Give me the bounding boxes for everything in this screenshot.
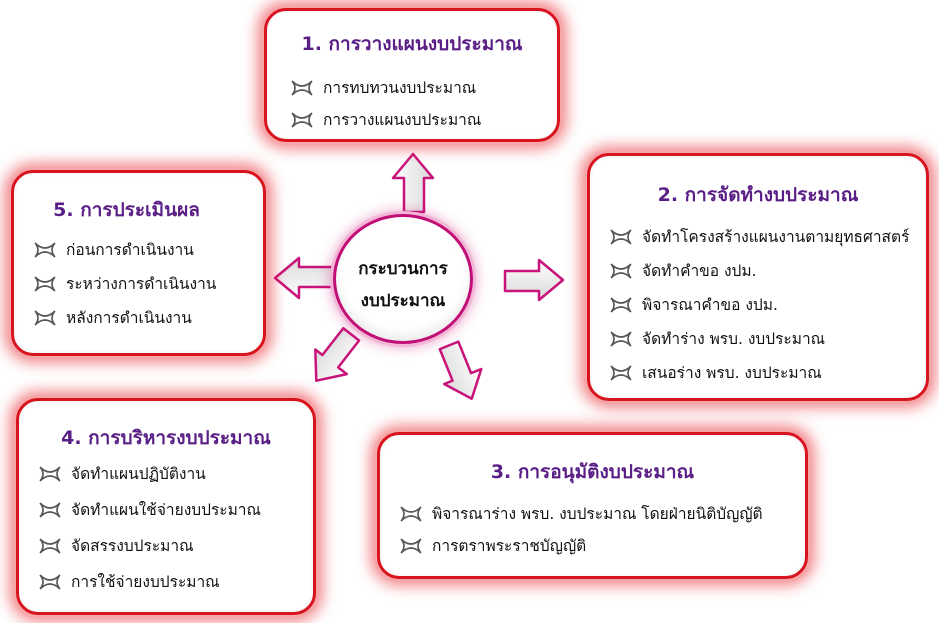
administration-item-4: การใช้จ่ายงบประมาณ [37, 569, 220, 594]
evaluation-item-3: หลังการดำเนินงาน [32, 305, 192, 330]
approval-item-2: การตราพระราชบัญญัติ [398, 533, 586, 558]
cross-knot-icon [39, 465, 61, 482]
cross-knot-icon [291, 111, 313, 128]
preparation-box: 2. การจัดทำงบประมาณ จัดทำโครงสร้างแผนงาน… [587, 153, 929, 401]
cross-knot-icon [400, 505, 422, 522]
cross-knot-icon [610, 364, 632, 381]
cross-knot-icon [291, 79, 313, 96]
preparation-item-4: จัดทำร่าง พรบ. งบประมาณ [608, 326, 825, 351]
approval-item-label: พิจารณาร่าง พรบ. งบประมาณ โดยฝ่ายนิติบัญ… [432, 505, 763, 523]
preparation-item-2: จัดทำคำขอ งปม. [608, 258, 757, 283]
evaluation-item-label: ก่อนการดำเนินงาน [66, 241, 194, 259]
administration-item-1: จัดทำแผนปฏิบัติงาน [37, 461, 206, 486]
administration-item-2: จัดทำแผนใช้จ่ายงบประมาณ [37, 497, 261, 522]
approval-item-label: การตราพระราชบัญญัติ [432, 537, 587, 555]
cross-knot-icon [610, 330, 632, 347]
preparation-item-label: จัดทำโครงสร้างแผนงานตามยุทธศาสตร์ [642, 228, 910, 246]
center-line-2: งบประมาณ [360, 291, 446, 311]
approval-box: 3. การอนุมัติงบประมาณ พิจารณาร่าง พรบ. ง… [377, 432, 808, 579]
preparation-item-label: จัดทำคำขอ งปม. [642, 262, 757, 280]
cross-knot-icon [34, 241, 56, 258]
evaluation-title: 5. การประเมินผล [53, 199, 200, 221]
cross-knot-icon [39, 537, 61, 554]
administration-item-label: การใช้จ่ายงบประมาณ [71, 573, 220, 591]
evaluation-box: 5. การประเมินผล ก่อนการดำเนินงาน ระหว่าง… [11, 170, 266, 356]
cross-knot-icon [39, 501, 61, 518]
arrow-to-approval [430, 336, 492, 408]
cross-knot-icon [34, 309, 56, 326]
approval-title: 3. การอนุมัติงบประมาณ [490, 461, 695, 483]
administration-box: 4. การบริหารงบประมาณ จัดทำแผนปฏิบัติงาน … [16, 398, 316, 615]
administration-item-label: จัดทำแผนใช้จ่ายงบประมาณ [71, 501, 261, 519]
cross-knot-icon [400, 537, 422, 554]
administration-item-label: จัดสรรงบประมาณ [71, 537, 194, 555]
cross-knot-icon [610, 228, 632, 245]
center-line-1: กระบวนการ [358, 259, 448, 279]
administration-item-label: จัดทำแผนปฏิบัติงาน [71, 465, 206, 483]
planning-item-2: การวางแผนงบประมาณ [289, 107, 481, 132]
planning-title: 1. การวางแผนงบประมาณ [301, 33, 523, 55]
center-process-circle: กระบวนการ งบประมาณ [333, 214, 473, 344]
evaluation-item-1: ก่อนการดำเนินงาน [32, 237, 194, 262]
planning-item-label: การทบทวนงบประมาณ [323, 79, 477, 97]
arrow-to-evaluation [273, 256, 335, 300]
arrow-to-preparation [503, 258, 565, 302]
preparation-item-label: จัดทำร่าง พรบ. งบประมาณ [642, 330, 826, 348]
evaluation-item-label: ระหว่างการดำเนินงาน [66, 275, 217, 293]
evaluation-item-label: หลังการดำเนินงาน [66, 309, 192, 327]
preparation-item-label: พิจารณาคำขอ งปม. [642, 296, 778, 314]
planning-item-1: การทบทวนงบประมาณ [289, 75, 476, 100]
cross-knot-icon [610, 262, 632, 279]
approval-item-1: พิจารณาร่าง พรบ. งบประมาณ โดยฝ่ายนิติบัญ… [398, 501, 763, 526]
administration-item-3: จัดสรรงบประมาณ [37, 533, 193, 558]
cross-knot-icon [39, 573, 61, 590]
cross-knot-icon [610, 296, 632, 313]
preparation-item-5: เสนอร่าง พรบ. งบประมาณ [608, 360, 822, 385]
arrow-to-administration [299, 321, 370, 395]
arrow-to-planning [391, 152, 435, 214]
preparation-item-3: พิจารณาคำขอ งปม. [608, 292, 778, 317]
preparation-item-label: เสนอร่าง พรบ. งบประมาณ [642, 364, 822, 382]
evaluation-item-2: ระหว่างการดำเนินงาน [32, 271, 216, 296]
preparation-title: 2. การจัดทำงบประมาณ [657, 184, 859, 206]
administration-title: 4. การบริหารงบประมาณ [61, 427, 271, 449]
cross-knot-icon [34, 275, 56, 292]
planning-box: 1. การวางแผนงบประมาณ การทบทวนงบประมาณ กา… [264, 8, 560, 142]
preparation-item-1: จัดทำโครงสร้างแผนงานตามยุทธศาสตร์ [608, 224, 909, 249]
planning-item-label: การวางแผนงบประมาณ [323, 111, 482, 129]
